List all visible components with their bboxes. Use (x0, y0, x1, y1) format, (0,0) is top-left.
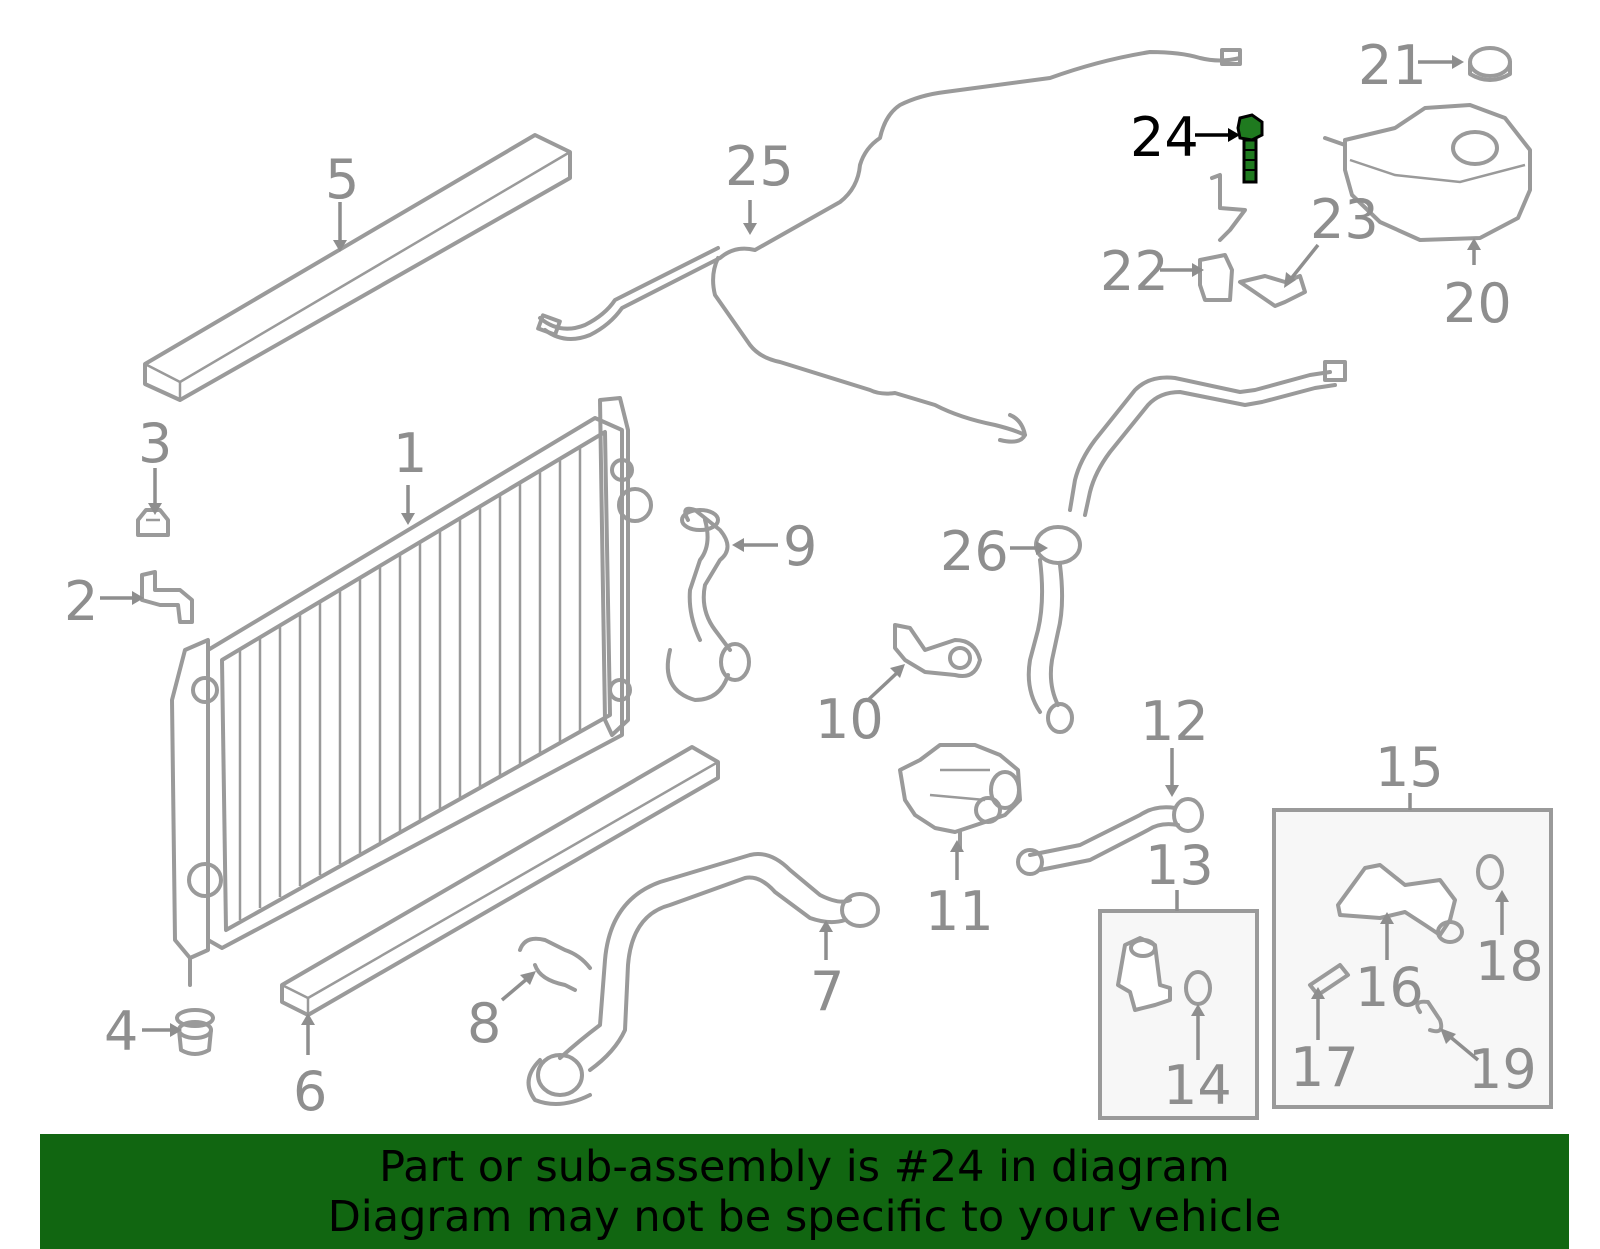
callout-17: 17 (1290, 1036, 1359, 1099)
callout-5: 5 (325, 148, 359, 211)
banner-line-1: Part or sub-assembly is #24 in diagram (379, 1141, 1230, 1192)
callout-10: 10 (815, 688, 884, 751)
radiator-fins (238, 446, 582, 920)
part-20-coolant-reservoir (1323, 103, 1532, 242)
part-1-radiator (170, 396, 653, 987)
callout-9: 9 (783, 515, 817, 578)
callout-23: 23 (1310, 188, 1379, 251)
callout-24: 24 (1130, 106, 1199, 169)
callout-3: 3 (138, 412, 172, 475)
callout-14: 14 (1163, 1054, 1232, 1117)
callout-8: 8 (467, 992, 501, 1055)
part-5-air-seal-upper (143, 133, 572, 402)
part-6-air-seal-lower (280, 745, 720, 1017)
part-9-upper-hose (665, 506, 751, 702)
callout-26: 26 (940, 520, 1009, 583)
part-24-bolt (1236, 113, 1264, 184)
banner-line-2: Diagram may not be specific to your vehi… (327, 1191, 1282, 1242)
part-22-bracket (1198, 173, 1247, 302)
box-15-outlet-kit (1272, 808, 1553, 1109)
callout-16: 16 (1355, 956, 1424, 1019)
part-8-clamp (518, 936, 592, 992)
part-11-valve-assembly (898, 743, 1022, 850)
info-banner: Part or sub-assembly is #24 in diagram D… (40, 1134, 1569, 1249)
callout-12: 12 (1140, 690, 1209, 753)
callout-21: 21 (1358, 34, 1427, 97)
part-25-coolant-line (536, 48, 1242, 444)
part-3-push-pin (136, 508, 170, 537)
part-10-housing (893, 623, 982, 678)
callout-13: 13 (1145, 834, 1214, 897)
part-26-heater-hose (1026, 360, 1347, 734)
leader-lines (100, 55, 1509, 1062)
callout-18: 18 (1475, 930, 1544, 993)
callout-15: 15 (1375, 736, 1444, 799)
callout-22: 22 (1100, 240, 1169, 303)
part-4-insulator (175, 1008, 215, 1056)
callout-25: 25 (725, 135, 794, 198)
callout-20: 20 (1443, 272, 1512, 335)
part-7-lower-hose (526, 852, 880, 1106)
callout-1: 1 (393, 422, 427, 485)
box-13-sensor-kit (1098, 909, 1259, 1120)
callout-4: 4 (104, 1000, 138, 1063)
part-2-bracket (140, 570, 194, 624)
part-12-bypass-hose (1016, 797, 1204, 876)
callout-11: 11 (925, 880, 994, 943)
part-21-reservoir-cap (1468, 46, 1512, 82)
callout-labels: 5 1 3 2 4 6 7 8 9 10 11 12 13 14 15 16 1… (64, 34, 1544, 1123)
callout-19: 19 (1468, 1038, 1537, 1101)
callout-7: 7 (810, 960, 844, 1023)
callout-2: 2 (64, 570, 98, 633)
callout-6: 6 (293, 1060, 327, 1123)
